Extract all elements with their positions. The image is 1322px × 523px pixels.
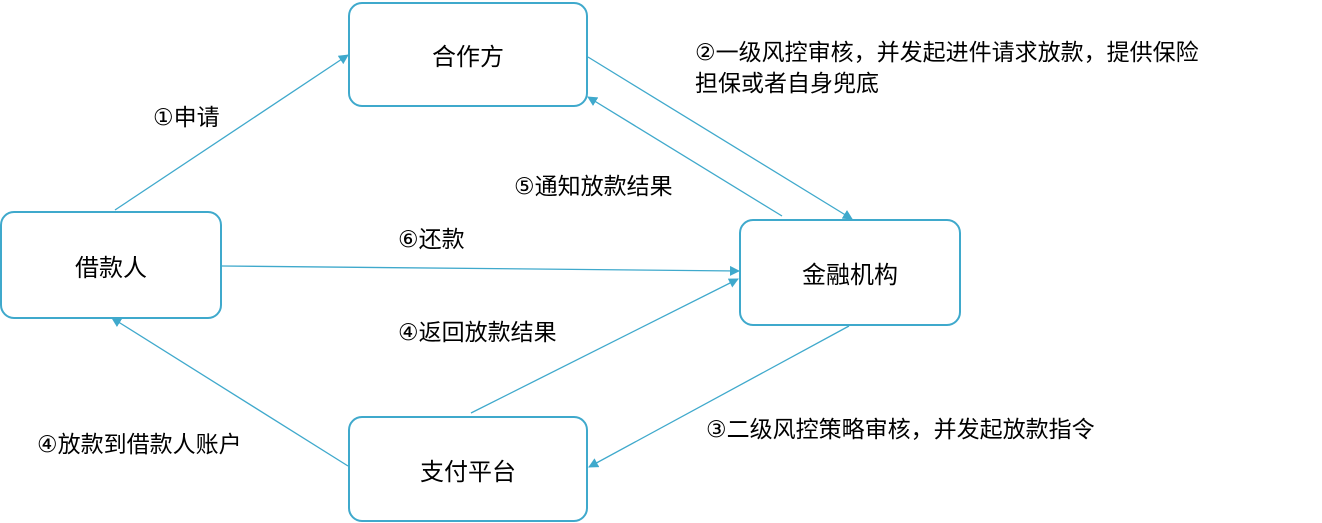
edge-platform-to-borrower — [111, 317, 349, 467]
financial-institution-node: 金融机构 — [739, 219, 961, 326]
edge-label-notify-result: ⑤通知放款结果 — [514, 174, 673, 200]
borrower-node-label: 借款人 — [75, 253, 147, 282]
edge-label-repay: ⑥还款 — [398, 227, 465, 253]
edge-institution-to-platform — [588, 325, 850, 468]
edge-partner-to-institution — [587, 56, 853, 220]
edge-label-partner-review-line1: ②一级风控审核，并发起进件请求放款，提供保险 — [695, 40, 1199, 66]
edge-label-partner-review-line2: 担保或者自身兜底 — [695, 71, 879, 97]
edge-platform-to-institution — [470, 278, 739, 414]
edge-borrower-to-partner — [114, 54, 349, 211]
edge-label-disburse-to-account: ④放款到借款人账户 — [37, 432, 242, 458]
edge-label-partner-review: ②一级风控审核，并发起进件请求放款，提供保险 担保或者自身兜底 — [695, 38, 1199, 100]
partner-node-label: 合作方 — [432, 43, 504, 71]
payment-platform-node-label: 支付平台 — [420, 457, 516, 486]
edge-institution-to-partner — [587, 96, 783, 217]
financial-institution-node-label: 金融机构 — [802, 261, 898, 289]
payment-platform-node: 支付平台 — [348, 416, 588, 522]
edge-label-return-result: ④返回放款结果 — [398, 320, 557, 346]
edge-borrower-to-institution — [221, 265, 740, 276]
borrower-node: 借款人 — [0, 211, 222, 319]
partner-node: 合作方 — [348, 2, 588, 107]
edge-label-apply: ①申请 — [153, 105, 220, 131]
edge-label-secondary-review: ③二级风控策略审核，并发起放款指令 — [706, 417, 1095, 443]
